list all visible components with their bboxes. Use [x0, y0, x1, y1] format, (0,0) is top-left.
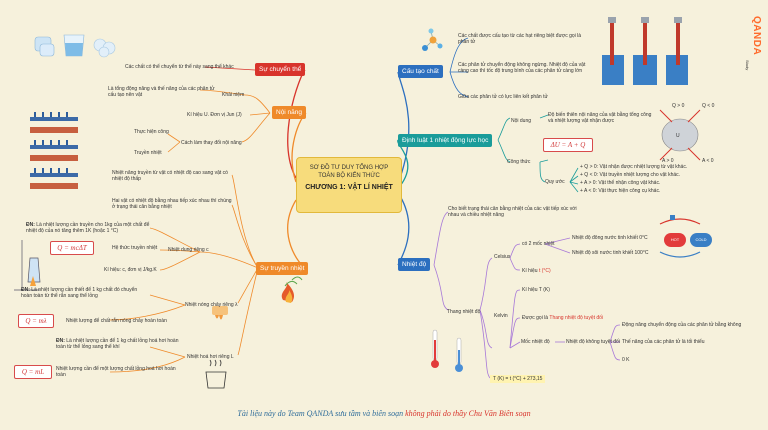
center-topic: SƠ ĐỒ TƯ DUY TỔNG HỢP TOÀN BỘ KIẾN THỨC …	[296, 157, 402, 213]
noi-dung-label: Nội dung	[511, 118, 532, 124]
hot-cold-icon	[659, 215, 701, 258]
water-glass-icon	[63, 34, 85, 57]
qanda-logo: QANDA Study	[742, 16, 764, 78]
ice-cubes-icon	[34, 36, 55, 57]
khai-niem: Khái niệm	[222, 92, 245, 98]
conversion-formula: T (K) = t (°C) + 273,15	[490, 375, 546, 383]
ki-hieu-k: Kí hiệu T (K)	[522, 287, 550, 293]
logo-sub: Study	[745, 60, 750, 71]
fire-icon	[281, 282, 294, 303]
formula-q-mc-dt: Q = mcΔT	[50, 241, 94, 255]
noi-dung-text: Độ biến thiên nội năng của vật bằng tổng…	[548, 112, 652, 124]
ki-hieu-c: Kí hiệu: c, đơn vị J/kg.K	[104, 267, 157, 273]
dn2-text: Là nhiệt lượng cần thiết để 1 kg chất đó…	[21, 287, 138, 299]
heat-work-diagram-icon: U	[659, 109, 701, 161]
boiling-pot-icon	[205, 359, 227, 389]
branch-cau-tao-chat: Cấu tạo chất	[398, 65, 443, 78]
branch-su-chuyen-the: Sự chuyển thể	[255, 63, 306, 76]
duoc-goi-value: Thang nhiệt độ tuyệt đối	[549, 315, 604, 321]
kelvin-label: Kelvin	[494, 313, 508, 319]
lab-burner-icon	[14, 240, 41, 291]
duoc-goi-label: Được gọi là	[522, 315, 549, 321]
diffusion-beakers-icon	[602, 17, 688, 85]
quy-uoc-2: + Q < 0: Vật truyền nhiệt lượng cho vật …	[580, 172, 681, 178]
thuc-hien-cong: Thực hiện công	[134, 129, 169, 135]
cau-tao-3: Giữa các phân tử có lực liên kết phân tử	[458, 94, 548, 100]
leaves-icon	[284, 276, 303, 287]
cold-label: COLD	[690, 233, 712, 247]
center-line2: TOÀN BỘ KIẾN THỨC	[318, 173, 380, 179]
dn3-text: Là nhiệt lượng cần để 1 kg chất lỏng hoá…	[56, 338, 179, 350]
moc-nhiet-do: Mốc nhiệt độ	[521, 339, 550, 345]
svg-text:U: U	[676, 133, 680, 139]
nhiet-do-def: Cho biết trạng thái cân bằng nhiệt của c…	[448, 206, 577, 218]
center-title: CHƯƠNG 1: VẬT LÍ NHIỆT	[305, 184, 393, 191]
hoa-hoi-desc: Nhiệt lượng cần để một lượng chất lỏng h…	[56, 366, 176, 378]
nhiet-hoa-hoi: Nhiệt hoá hơi riêng L	[187, 354, 234, 360]
center-line1: SƠ ĐỒ TƯ DUY TỔNG HỢP	[309, 165, 389, 171]
cau-tao-1: Các chất được cấu tạo từ các hạt riêng b…	[458, 33, 582, 45]
dn2-label: ĐN:	[21, 287, 30, 293]
chuyen-the-text: Các chất có thể chuyển từ thể này sang t…	[125, 64, 234, 70]
noi-nang-def: Là tổng động năng và thế năng của các ph…	[108, 86, 215, 98]
celsius-label: Celsius	[494, 254, 511, 260]
cau-tao-2: Các phân tử chuyển động không ngừng. Nhi…	[458, 62, 586, 74]
duoc-goi: Được gọi là Thang nhiệt độ tuyệt đối	[522, 315, 603, 321]
dn3-label: ĐN:	[56, 338, 65, 344]
nhiet-nong-chay: Nhiệt nóng chảy riêng λ	[185, 302, 238, 308]
quy-uoc-1: + Q > 0: Vật nhận được nhiệt lượng từ vậ…	[580, 164, 688, 170]
ki-hieu-c-value: t (°C)	[538, 268, 551, 274]
formula-du: ΔU = A + Q	[543, 138, 593, 152]
can-bang-nhiet: Hai vật có nhiệt độ bằng nhau tiếp xúc n…	[112, 198, 232, 210]
kt-1: Động năng chuyển động của các phân tử bằ…	[622, 322, 742, 328]
logo-text: QANDA	[751, 16, 762, 56]
footer-part1: Tài liệu này do Team QANDA sưu tầm và bi…	[237, 409, 406, 418]
dn2-block: ĐN: Là nhiệt lượng cần thiết để 1 kg chấ…	[21, 287, 141, 299]
quy-uoc-4: + A < 0: Vật thực hiện công cụ khác.	[580, 188, 661, 194]
branch-su-truyen-nhiet: Sự truyền nhiệt	[256, 262, 309, 275]
molecule-icon	[422, 28, 443, 51]
hot-label: HOT	[664, 233, 686, 247]
branch-dinh-luat-1: Định luật 1 nhiệt động lực học	[398, 134, 493, 147]
ki-hieu-t-celsius: Kí hiệu t (°C)	[522, 268, 551, 274]
branch-noi-nang: Nội năng	[272, 106, 307, 119]
truyen-nhiet-label: Truyền nhiệt	[134, 150, 162, 156]
quy-uoc-label: Quy ước	[545, 179, 565, 185]
moc-2: Nhiệt độ sôi nước tinh khiết 100°C	[572, 250, 649, 256]
heat-plate-icon	[30, 112, 78, 189]
co-2-moc: có 2 mốc nhiệt	[522, 241, 555, 247]
thang-nhiet-do: Thang nhiệt độ	[447, 309, 481, 315]
dn1-text: Là nhiệt lượng cần truyền cho 1kg của mộ…	[26, 222, 150, 234]
quy-uoc-3: + A > 0: Vật thể nhận công vật khác.	[580, 180, 661, 186]
cong-thuc-label: Công thức	[507, 159, 531, 165]
formula-q-m-lambda: Q = mλ	[18, 314, 54, 328]
nhiet-dung-rieng: Nhiệt dung riêng c	[168, 247, 209, 253]
footer-note: Tài liệu này do Team QANDA sưu tầm và bi…	[0, 409, 768, 418]
cach-lam-thay-doi: Cách làm thay đổi nội năng	[181, 140, 242, 146]
diagram-a-neg: A < 0	[702, 158, 714, 164]
truyen-nhiet-desc: Nhiệt năng truyền từ vật có nhiệt độ cao…	[112, 170, 228, 182]
he-thuc: Hệ thức truyền nhiệt	[112, 245, 158, 251]
dn1-label: ĐN:	[26, 222, 35, 228]
branch-nhiet-do: Nhiệt độ	[398, 258, 431, 271]
moc-1: Nhiệt độ đông nước tinh khiết 0°C	[572, 235, 648, 241]
footer-part2: không phải do thầy Chu Văn Biên soạn	[405, 409, 531, 418]
ki-hieu-u: Kí hiệu U. Đơn vị Jun (J)	[187, 112, 242, 118]
thermometer-icon	[431, 329, 463, 372]
kt-3: 0 K	[622, 357, 630, 363]
diagram-q-neg: Q < 0	[702, 103, 715, 109]
snow-icon	[93, 38, 116, 58]
nong-chay-desc: Nhiệt lượng để chất rắn nóng chảy hoàn t…	[66, 318, 167, 324]
diagram-a-pos: A > 0	[662, 158, 674, 164]
dn1-block: ĐN: Là nhiệt lượng cần truyền cho 1kg củ…	[26, 222, 151, 234]
ki-hieu-c-label: Kí hiệu	[522, 268, 538, 274]
khong-tuyet-doi: Nhiệt độ không tuyệt đối	[566, 339, 620, 345]
kt-2: Thế năng của các phân tử là tối thiểu	[622, 339, 705, 345]
formula-q-ml: Q = mL	[14, 365, 52, 379]
diagram-q-pos: Q > 0	[672, 103, 685, 109]
ice-melting-icon	[212, 306, 228, 320]
dn3-block: ĐN: Là nhiệt lượng cần để 1 kg chất lỏng…	[56, 338, 184, 350]
